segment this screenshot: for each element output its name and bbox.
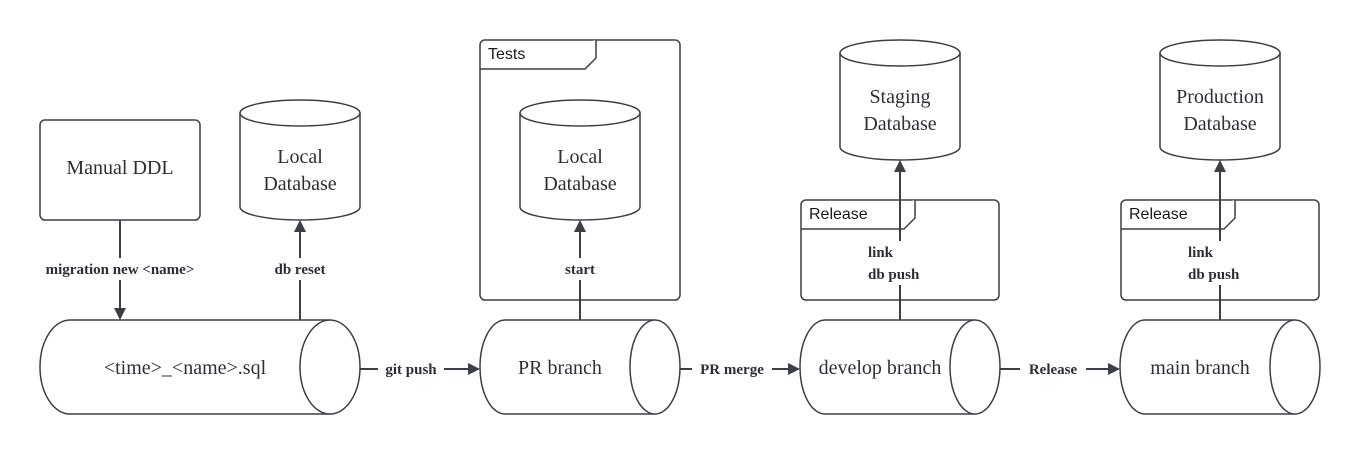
release-production-frame-title: Release <box>1129 206 1188 223</box>
main-branch-body <box>1119 319 1295 415</box>
edge-git-push-label: git push <box>385 362 437 378</box>
edge-git-push-label-bg <box>378 358 444 380</box>
edge-production-deploy-label-bg <box>1184 241 1256 285</box>
edge-start-label-bg <box>558 258 602 280</box>
edge-staging-deploy-label-bg <box>864 241 936 285</box>
edge-release: Release <box>1000 358 1120 380</box>
edge-staging-db-push-label: db push <box>868 267 920 283</box>
edge-migration-new-label: migration new <name> <box>46 262 195 278</box>
edge-db-reset: db reset <box>266 220 334 320</box>
migration-file-node: <time>_<name>.sql <box>39 319 361 415</box>
edge-git-push-arrowhead <box>468 363 480 375</box>
production-database-label-line2: Database <box>1183 113 1256 135</box>
develop-branch-body <box>799 319 975 415</box>
production-database-top <box>1159 39 1281 67</box>
release-staging-frame-tab <box>801 200 916 230</box>
edge-migration-new: migration new <name> <box>28 220 212 320</box>
main-branch-node: main branch <box>1119 319 1321 415</box>
tests-local-database-label-line1: Local <box>557 146 603 168</box>
local-database-label-line1: Local <box>277 146 323 168</box>
tests-local-database-body <box>519 112 641 221</box>
main-branch-end <box>1269 319 1321 415</box>
edge-staging-deploy-arrowhead <box>894 160 906 172</box>
main-branch-label: main branch <box>1150 357 1249 379</box>
release-staging-frame-title: Release <box>809 206 868 223</box>
staging-database-node: Staging Database <box>839 39 961 161</box>
edge-production-db-push-label: db push <box>1188 267 1240 283</box>
production-database-node: Production Database <box>1159 39 1281 161</box>
staging-database-label-line1: Staging <box>869 86 930 108</box>
edge-pr-merge: PR merge <box>680 358 800 380</box>
edge-production-deploy-arrowhead <box>1214 160 1226 172</box>
develop-branch-label: develop branch <box>819 357 942 379</box>
tests-frame-tab <box>480 40 597 70</box>
manual-ddl-label: Manual DDL <box>66 157 173 179</box>
edge-pr-merge-label-bg <box>692 358 772 380</box>
pr-branch-node: PR branch <box>479 319 681 415</box>
edge-production-link-label: link <box>1188 245 1214 261</box>
local-database-label-line2: Database <box>263 173 336 195</box>
edge-staging-link-label: link <box>868 245 894 261</box>
pr-branch-end <box>629 319 681 415</box>
edge-start-arrowhead <box>574 220 586 232</box>
edge-staging-deploy: link db push <box>864 160 936 320</box>
release-production-frame-tab <box>1121 200 1236 230</box>
migration-file-body <box>39 319 330 415</box>
edge-start: start <box>558 220 602 320</box>
edge-production-deploy: link db push <box>1184 160 1256 320</box>
edge-pr-merge-arrowhead <box>788 363 800 375</box>
staging-database-body <box>839 52 961 161</box>
local-database-body <box>239 112 361 221</box>
local-database-node: Local Database <box>239 99 361 221</box>
edge-db-reset-label: db reset <box>275 262 326 278</box>
edge-db-reset-arrowhead <box>294 220 306 232</box>
production-database-label-line1: Production <box>1176 86 1264 108</box>
migration-file-label: <time>_<name>.sql <box>104 357 267 379</box>
staging-database-label-line2: Database <box>863 113 936 135</box>
edge-pr-merge-label: PR merge <box>700 362 764 378</box>
migration-file-end <box>299 319 361 415</box>
pr-branch-label: PR branch <box>518 357 602 379</box>
edge-release-label: Release <box>1029 362 1078 378</box>
edge-migration-new-arrowhead <box>114 308 126 320</box>
edge-release-arrowhead <box>1108 363 1120 375</box>
tests-local-database-top <box>519 99 641 127</box>
tests-local-database-label-line2: Database <box>543 173 616 195</box>
edge-migration-new-label-bg <box>28 258 212 280</box>
edge-db-reset-label-bg <box>266 258 334 280</box>
edge-start-label: start <box>565 262 595 278</box>
tests-local-database-node: Local Database <box>519 99 641 221</box>
edge-git-push: git push <box>360 358 480 380</box>
develop-branch-node: develop branch <box>799 319 1001 415</box>
production-database-body <box>1159 52 1281 161</box>
develop-branch-end <box>949 319 1001 415</box>
manual-ddl-node: Manual DDL <box>39 119 201 221</box>
tests-frame-title: Tests <box>488 46 525 63</box>
staging-database-top <box>839 39 961 67</box>
edge-release-label-bg <box>1020 358 1086 380</box>
local-database-top <box>239 99 361 127</box>
pr-branch-body <box>479 319 655 415</box>
